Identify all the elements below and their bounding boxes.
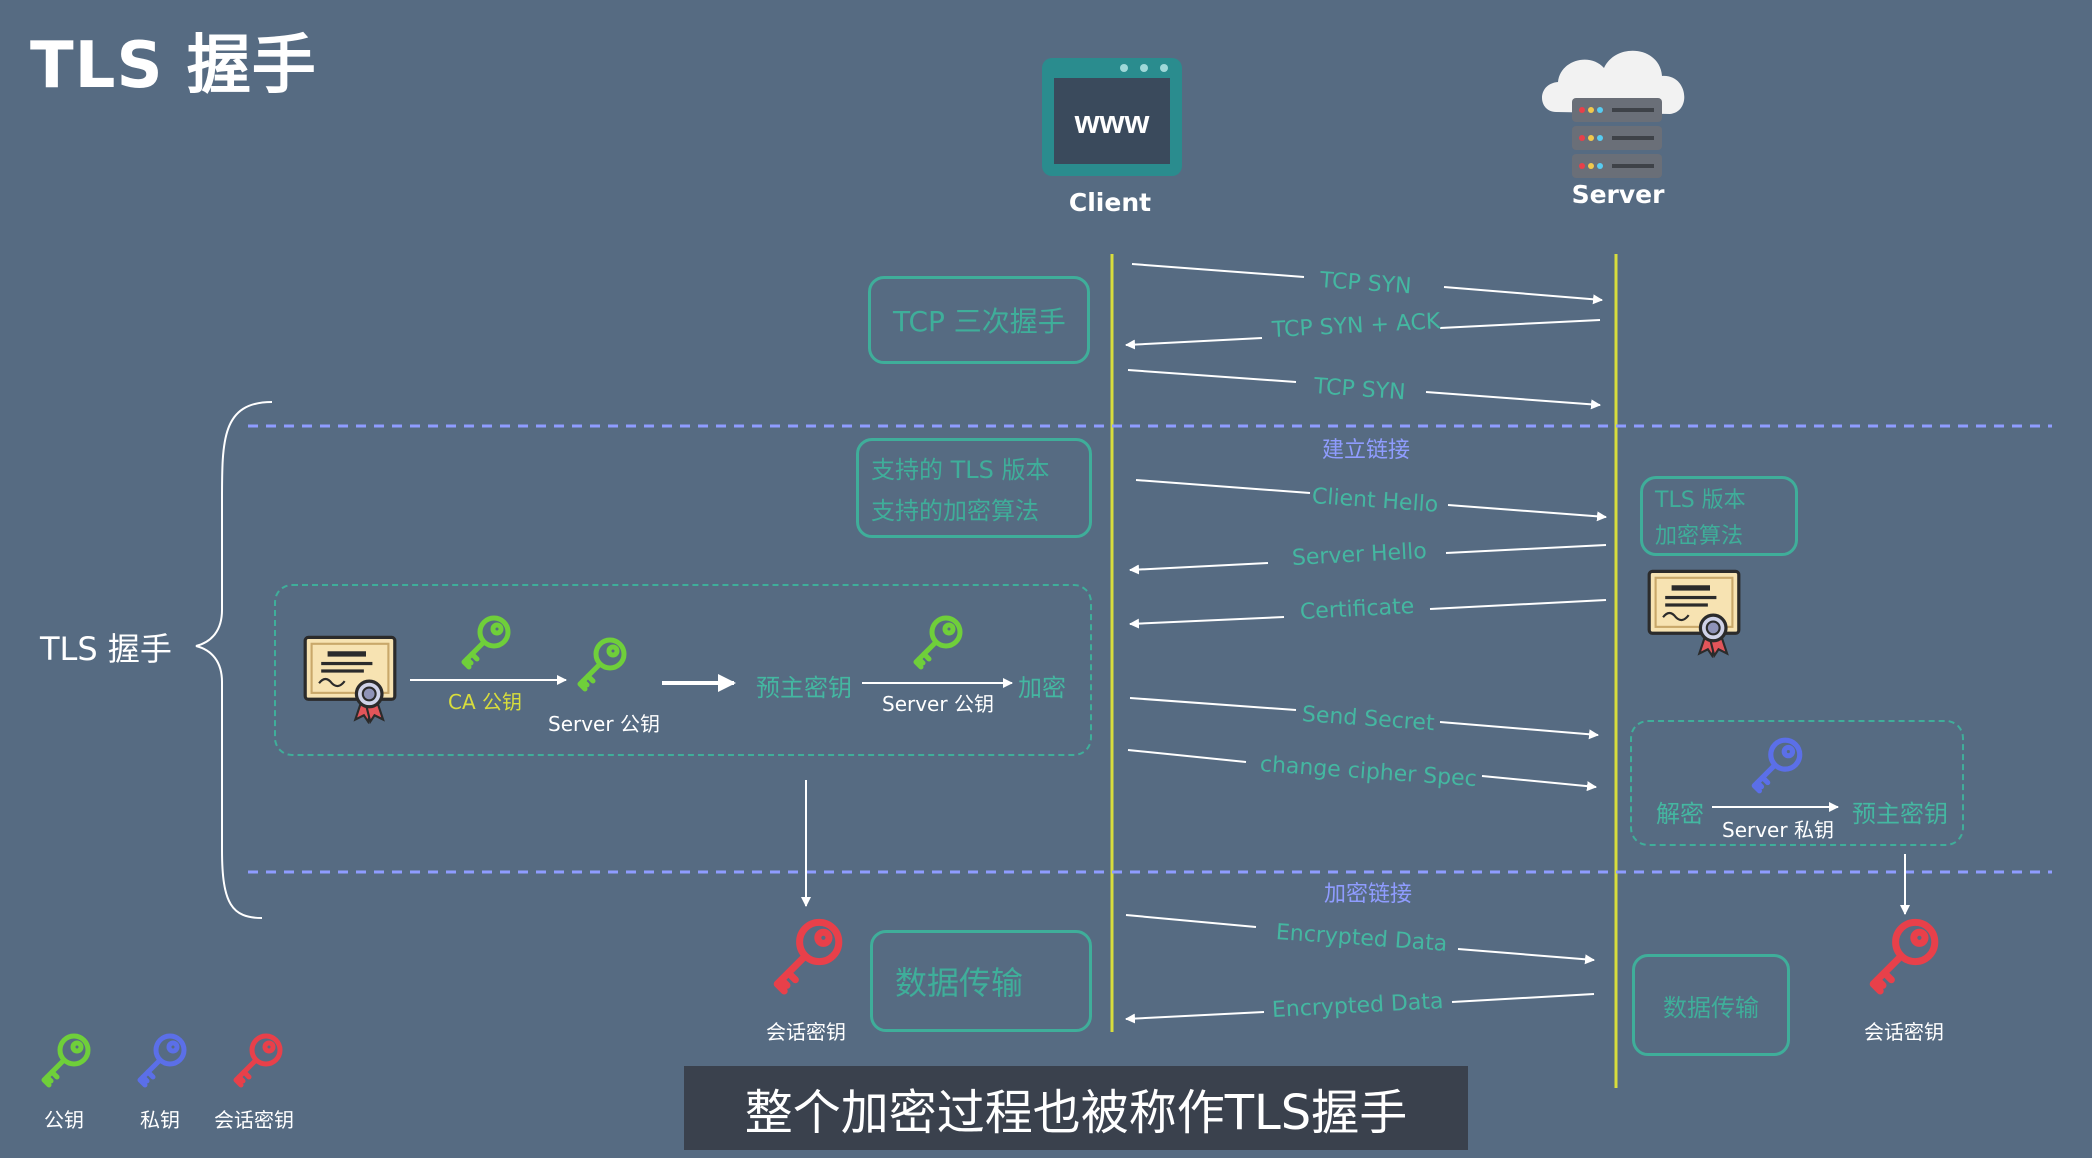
arrow-change-cipher-b [1481, 775, 1597, 792]
arrow-tcp-syn-2-a [1127, 369, 1297, 383]
data-transfer-right-label: 数据传输 [1663, 993, 1759, 1022]
certificate-icon [302, 634, 398, 724]
arrow-tcp-syn-ack-a [1439, 319, 1601, 329]
decrypt-label: 解密 [1656, 800, 1704, 828]
arrow-client-hello-b [1447, 504, 1607, 522]
phase-encrypted-label: 加密链接 [1324, 882, 1413, 907]
arrow-server-hello-a [1445, 544, 1607, 554]
arrow-client-hello-a [1135, 479, 1311, 494]
cloud-server-icon [1542, 50, 1685, 178]
client-support-tls: 支持的 TLS 版本 [871, 456, 1050, 484]
arrow-certificate-b [1129, 616, 1285, 629]
server-certificate-icon [1646, 568, 1742, 658]
session-key-left-label: 会话密钥 [766, 1020, 846, 1044]
legend-private-key-label: 私钥 [140, 1108, 180, 1132]
page-title: TLS 握手 [30, 29, 317, 103]
ca-public-key-icon [456, 612, 516, 672]
server-pre-master-label: 预主密钥 [1852, 800, 1948, 828]
arrow-enc-data-2-a [1451, 993, 1595, 1003]
server-label: Server [1571, 180, 1665, 209]
phase-establish-label: 建立链接 [1322, 438, 1411, 463]
ca-public-key-label: CA 公钥 [448, 690, 523, 714]
client-key-flow-box [274, 584, 1092, 756]
arrow-send-secret-b [1439, 721, 1599, 740]
data-transfer-left-label: 数据传输 [895, 964, 1024, 1002]
server-private-key-label: Server 私钥 [1722, 818, 1834, 842]
client-label: Client [1068, 188, 1152, 217]
arrow-tcp-syn-1-b [1443, 286, 1603, 305]
arrow-enc-data-2-b [1125, 1011, 1265, 1024]
www-text: www [1074, 104, 1150, 140]
arrow-tcp-syn-1-a [1131, 263, 1305, 278]
tls-handshake-side-label: TLS 握手 [40, 630, 172, 668]
arrow-tcp-syn-ack-b [1125, 337, 1263, 350]
client-support-cipher: 支持的加密算法 [871, 497, 1039, 525]
pre-master-label: 预主密钥 [756, 674, 852, 702]
server-choice-tls: TLS 版本 [1655, 488, 1746, 513]
server-key-flow-box [1630, 720, 1964, 846]
arrow-send-secret-a [1129, 697, 1297, 711]
server-public-key-label: Server 公钥 [548, 712, 660, 736]
server-choice-cipher: 加密算法 [1655, 524, 1744, 549]
tls-brace [195, 401, 273, 919]
data-transfer-right-box: 数据传输 [1632, 954, 1790, 1056]
session-key-right-label: 会话密钥 [1864, 1020, 1944, 1044]
legend-private-key-icon [132, 1030, 192, 1090]
tcp-handshake-box: TCP 三次握手 [868, 276, 1090, 364]
client-support-box: 支持的 TLS 版本 支持的加密算法 [856, 438, 1092, 538]
legend-public-key-label: 公钥 [44, 1108, 84, 1132]
session-key-right-icon [1862, 914, 1946, 998]
tcp-handshake-label: TCP 三次握手 [893, 305, 1066, 338]
data-transfer-left-box: 数据传输 [870, 930, 1092, 1032]
server-private-key-icon [1746, 734, 1808, 796]
arrow-enc-data-1-a [1125, 914, 1257, 928]
arrow-tcp-syn-2-b [1425, 391, 1601, 410]
server-public-key-label-2: Server 公钥 [882, 692, 994, 716]
session-key-left-icon [766, 914, 850, 998]
arrow-certificate-a [1429, 599, 1607, 610]
server-choice-box: TLS 版本 加密算法 [1640, 476, 1798, 556]
arrow-change-cipher-a [1127, 749, 1247, 763]
server-public-key-icon-2 [908, 612, 968, 672]
server-public-key-icon [572, 634, 632, 694]
legend-session-key-label: 会话密钥 [214, 1108, 294, 1132]
arrow-enc-data-1-b [1457, 948, 1595, 965]
encrypt-label: 加密 [1018, 674, 1066, 702]
video-subtitle: 整个加密过程也被称作TLS握手 [684, 1066, 1468, 1150]
arrow-server-hello-b [1129, 562, 1269, 575]
browser-www-icon: www [1042, 58, 1182, 176]
legend-public-key-icon [36, 1030, 96, 1090]
legend-session-key-icon [228, 1030, 288, 1090]
